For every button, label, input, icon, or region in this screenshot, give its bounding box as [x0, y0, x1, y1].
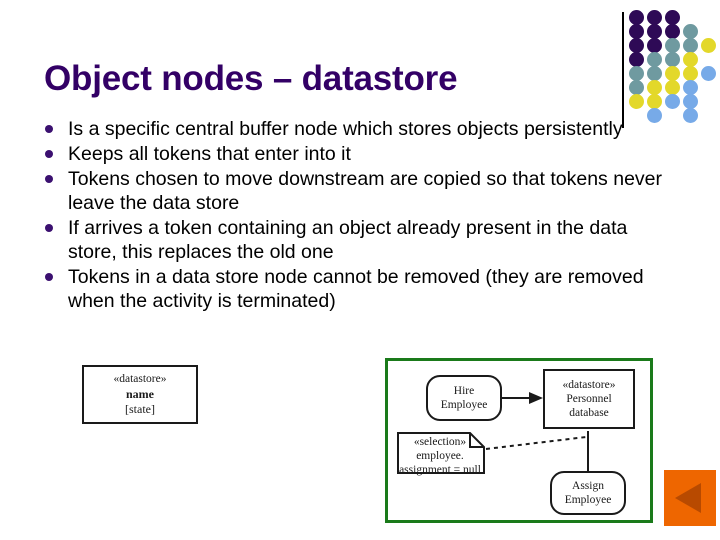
decorative-dot [683, 24, 698, 39]
hire-employee-label-line2: Employee [440, 399, 488, 411]
list-item: Keeps all tokens that enter into it [40, 142, 665, 166]
decorative-dot [629, 66, 644, 81]
list-item-text: Keeps all tokens that enter into it [68, 143, 351, 165]
bullet-marker-icon [45, 224, 53, 232]
datastore-notation-box: «datastore» name [state] [82, 365, 198, 424]
selection-label-line2: assignment = null [399, 464, 481, 476]
decorative-dot [647, 94, 662, 109]
action-node-hire-employee: Hire Employee [426, 375, 502, 421]
hire-employee-label-line1: Hire [453, 385, 475, 397]
decorative-dot [629, 94, 644, 109]
bullet-list: Is a specific central buffer node which … [40, 117, 665, 314]
decorative-dot [629, 24, 644, 39]
vertical-divider-line [622, 12, 624, 128]
list-item: If arrives a token containing an object … [40, 216, 665, 264]
selection-stereotype-label: «selection» [413, 436, 467, 448]
decorative-dot [701, 66, 716, 81]
personnel-stereotype-label: «datastore» [562, 379, 616, 391]
assign-employee-label-line2: Employee [564, 494, 612, 506]
selection-label-line1: employee. [416, 450, 464, 462]
decorative-dot [683, 80, 698, 95]
list-item-text: Is a specific central buffer node which … [68, 118, 623, 140]
decorative-dot [665, 66, 680, 81]
decorative-dot [665, 38, 680, 53]
decorative-dot [629, 52, 644, 67]
decorative-dot [683, 38, 698, 53]
decorative-dot-grid [629, 10, 720, 123]
decorative-dot [647, 10, 662, 25]
list-item-text: Tokens in a data store node cannot be re… [68, 266, 644, 312]
decorative-dot [665, 80, 680, 95]
decorative-dot [647, 24, 662, 39]
bullet-marker-icon [45, 273, 53, 281]
decorative-dot [683, 66, 698, 81]
decorative-dot [647, 80, 662, 95]
decorative-dot [665, 94, 680, 109]
bullet-marker-icon [45, 125, 53, 133]
decorative-dot [665, 10, 680, 25]
decorative-dot [647, 66, 662, 81]
decorative-dot [629, 38, 644, 53]
decorative-dot [665, 52, 680, 67]
list-item: Tokens chosen to move downstream are cop… [40, 167, 665, 215]
decorative-dot [647, 108, 662, 123]
decorative-dot [647, 52, 662, 67]
bullet-marker-icon [45, 175, 53, 183]
decorative-dot [683, 52, 698, 67]
list-item-text: If arrives a token containing an object … [68, 217, 628, 263]
assign-employee-label-line1: Assign [572, 480, 604, 492]
list-item-text: Tokens chosen to move downstream are cop… [68, 168, 662, 214]
decorative-dot [683, 94, 698, 109]
back-triangle-icon [675, 483, 701, 513]
back-navigation-button[interactable] [664, 470, 716, 526]
decorative-dot [629, 80, 644, 95]
datastore-state-label: [state] [125, 402, 155, 416]
datastore-node-personnel-database: «datastore» Personnel database [543, 369, 635, 429]
decorative-dot [683, 108, 698, 123]
personnel-label-line1: Personnel [566, 393, 612, 405]
example-diagram-frame: Hire Employee «datastore» Personnel data… [385, 358, 653, 523]
datastore-stereotype-label: «datastore» [113, 373, 167, 385]
list-item: Is a specific central buffer node which … [40, 117, 665, 141]
decorative-dot [629, 10, 644, 25]
decorative-dot [665, 24, 680, 39]
page-title: Object nodes – datastore [44, 59, 458, 98]
list-item: Tokens in a data store node cannot be re… [40, 265, 665, 313]
bullet-marker-icon [45, 150, 53, 158]
decorative-dot [647, 38, 662, 53]
datastore-name-label: name [126, 387, 154, 401]
decorative-dot [701, 38, 716, 53]
personnel-label-line2: database [569, 407, 609, 419]
selection-note: «selection» employee. assignment = null [398, 435, 482, 477]
action-node-assign-employee: Assign Employee [550, 471, 626, 515]
